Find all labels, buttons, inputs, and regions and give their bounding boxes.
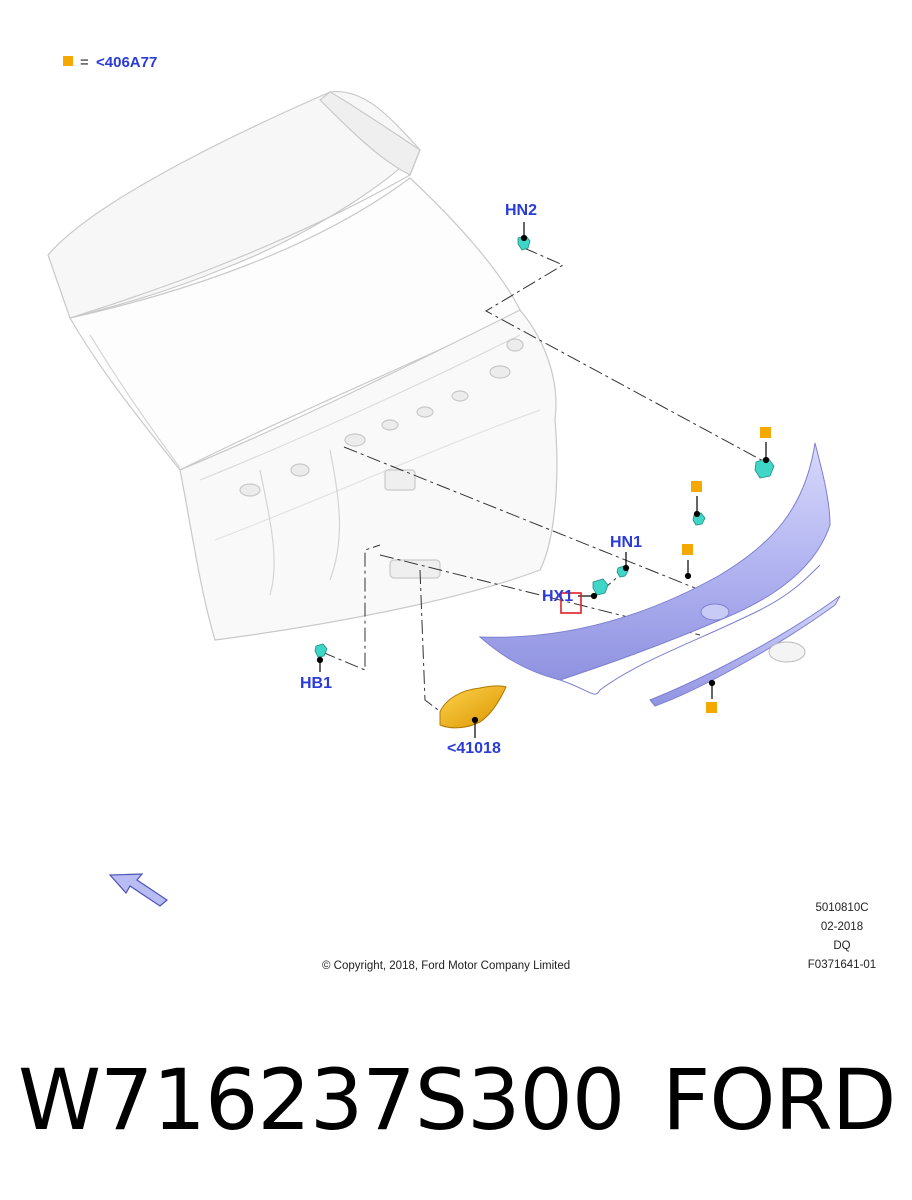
view-direction-arrow-icon bbox=[108, 873, 168, 907]
tailgate-trim-panel bbox=[478, 442, 841, 707]
legend: = <406A77 bbox=[63, 54, 157, 71]
liftgate-illustration bbox=[47, 90, 558, 641]
drawing-code-line: DQ bbox=[833, 940, 850, 952]
drawing-code-line: 5010810C bbox=[815, 902, 868, 914]
bracket-part bbox=[439, 685, 507, 729]
callout-41018: <41018 bbox=[447, 740, 501, 757]
brand-name: FORD bbox=[662, 1051, 896, 1149]
reference-markers bbox=[682, 427, 771, 713]
fasteners bbox=[314, 235, 775, 658]
callout-hx1: HX1 bbox=[542, 588, 573, 605]
callout-hb1: HB1 bbox=[300, 675, 332, 692]
exploded-parts-diagram: = <406A77 bbox=[47, 54, 876, 972]
marker-trim bbox=[682, 544, 693, 555]
legend-reference: <406A77 bbox=[96, 54, 157, 71]
marker-mid-screw bbox=[691, 481, 702, 492]
legend-marker bbox=[63, 56, 73, 66]
drawing-code-line: F0371641-01 bbox=[808, 959, 876, 971]
part-caption-bar bbox=[0, 1000, 912, 1200]
marker-garnish bbox=[706, 702, 717, 713]
callout-hn1: HN1 bbox=[610, 534, 642, 551]
copyright-notice: © Copyright, 2018, Ford Motor Company Li… bbox=[322, 960, 570, 972]
marker-upper-right bbox=[760, 427, 771, 438]
callout-hn2: HN2 bbox=[505, 202, 537, 219]
clip-hx1 bbox=[592, 578, 609, 596]
part-number: W716237S300 bbox=[18, 1051, 625, 1149]
highlight-box bbox=[560, 592, 582, 614]
screw-hb1 bbox=[314, 643, 328, 658]
drawing-codes: 5010810C 02-2018 DQ F0371641-01 bbox=[808, 902, 876, 971]
legend-equals: = bbox=[80, 54, 89, 71]
callout-leaders bbox=[316, 222, 770, 738]
drawing-code-line: 02-2018 bbox=[821, 921, 863, 933]
